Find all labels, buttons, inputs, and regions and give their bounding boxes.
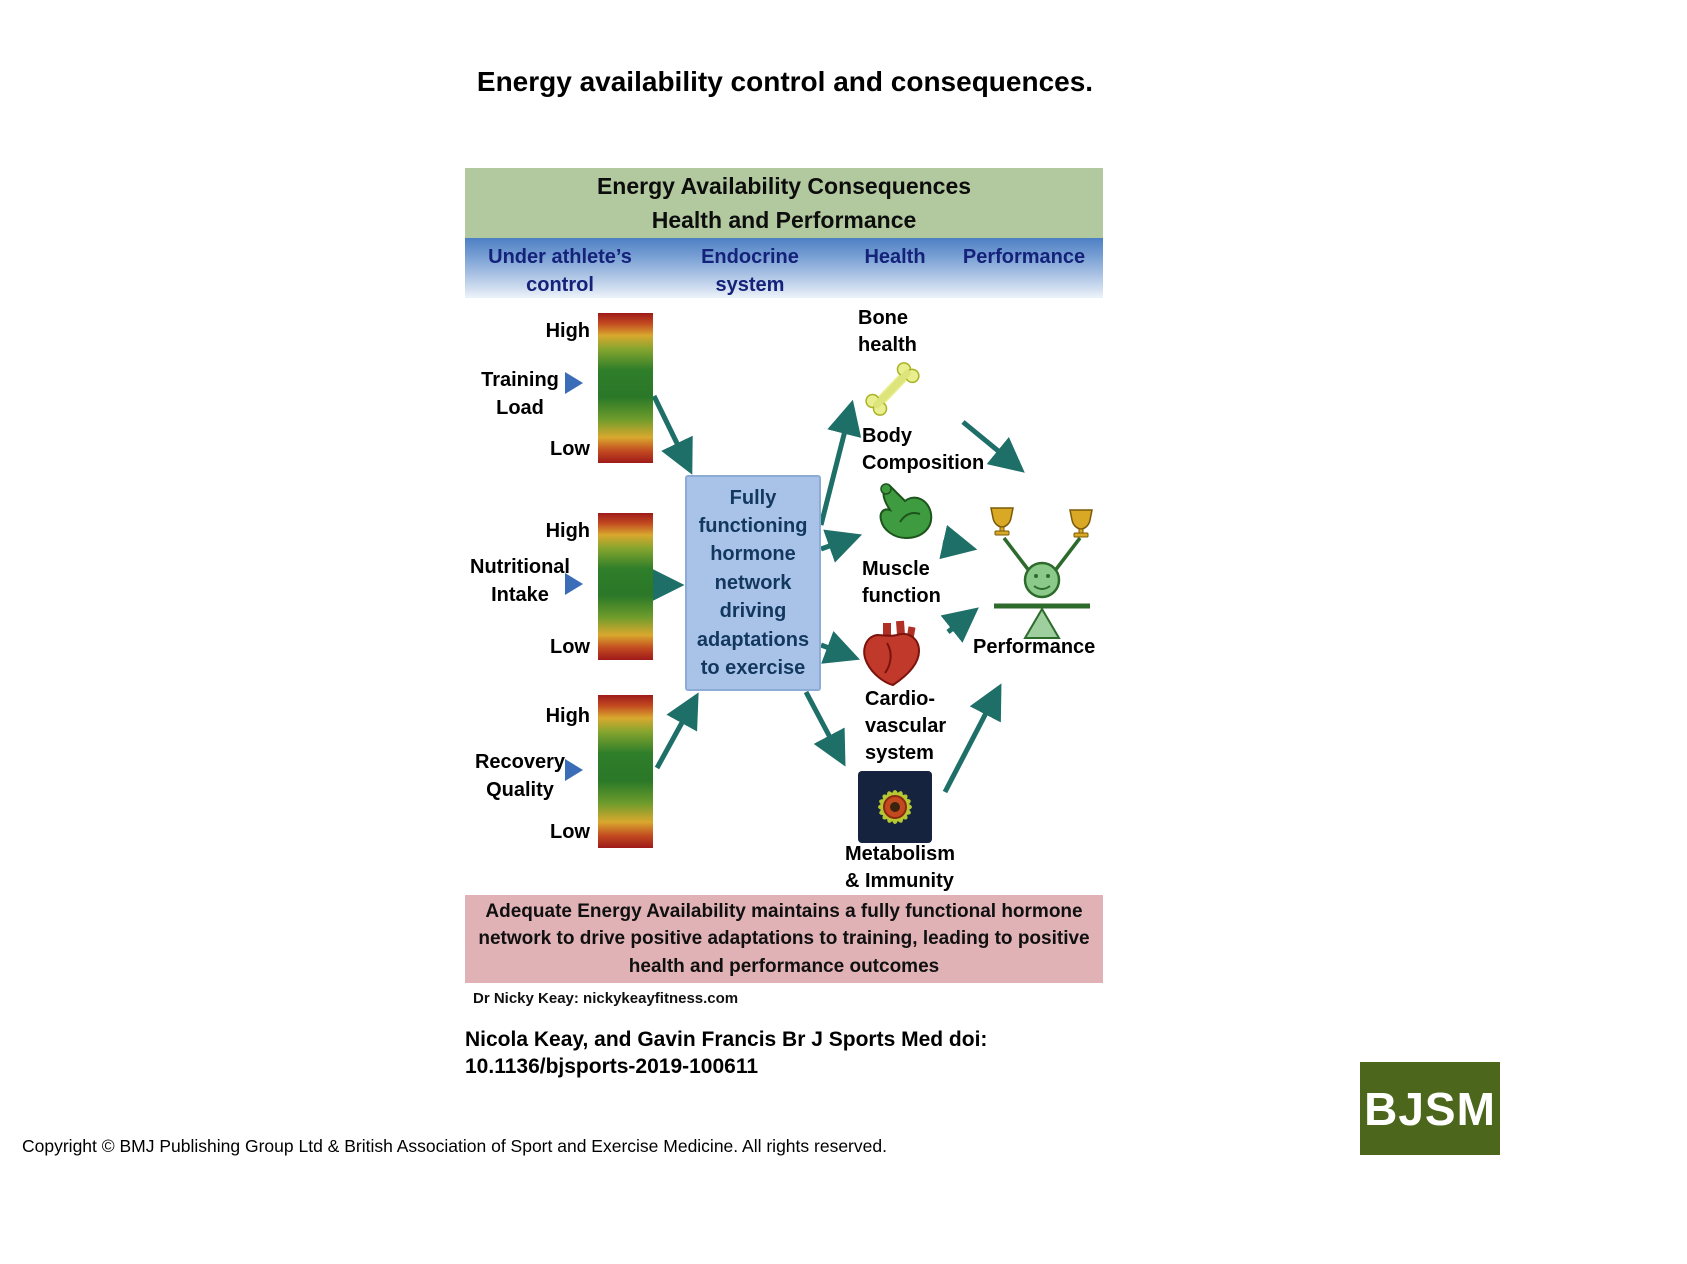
nutrition-arrow-icon <box>565 573 583 595</box>
nutritional-intake-gradient-bar <box>598 513 653 660</box>
training-high-label: High <box>545 320 590 342</box>
training-low-label: Low <box>550 438 590 460</box>
metabolism-immunity-label: Metabolism & Immunity <box>845 843 956 892</box>
arrow-hormone-to-muscle <box>820 529 863 563</box>
arrow-hormone-to-metabolism <box>803 690 846 767</box>
hormone-network-box: Fully functioning hormone network drivin… <box>685 475 821 691</box>
bjsm-logo: BJSM <box>1360 1062 1500 1155</box>
nutrition-low-label: Low <box>550 636 590 658</box>
copyright-notice: Copyright © BMJ Publishing Group Ltd & B… <box>22 1136 887 1156</box>
body-composition-label: Body Composition <box>862 425 985 474</box>
diagram-summary-banner: Adequate Energy Availability maintains a… <box>465 895 1103 983</box>
training-load-label: Training Load <box>481 369 559 419</box>
diagram-header: Energy Availability Consequences Health … <box>465 168 1103 238</box>
trophy-icon-right <box>1069 509 1093 538</box>
recovery-arrow-icon <box>565 759 583 781</box>
arrow-training-to-hormone <box>651 394 693 475</box>
heart-icon <box>863 620 921 687</box>
cell-micrograph-icon <box>858 771 932 843</box>
col-endocrine-system: Endocrine system <box>701 246 799 296</box>
trophy-icon-left <box>990 507 1014 536</box>
training-load-gradient-bar <box>598 313 653 463</box>
recovery-quality-label: Recovery Quality <box>474 751 566 801</box>
arrow-cardio-to-performance <box>940 607 979 643</box>
page-title: Energy availability control and conseque… <box>476 66 1094 97</box>
training-arrow-icon <box>565 372 583 394</box>
arrow-hormone-to-bone <box>818 399 862 526</box>
nutritional-intake-label: Nutritional Intake <box>470 556 570 606</box>
arrow-muscle-to-performance <box>939 524 978 560</box>
balance-person-icon <box>990 507 1093 639</box>
energy-availability-diagram: Energy Availability Consequences Health … <box>465 168 1103 1016</box>
col-under-athletes-control: Under athlete’s control <box>488 246 632 296</box>
recovery-quality-gradient-bar <box>598 695 653 848</box>
recovery-low-label: Low <box>550 821 590 843</box>
cardiovascular-label: Cardio- vascular system <box>865 688 947 764</box>
col-performance: Performance <box>962 246 1086 268</box>
recovery-high-label: High <box>545 705 590 727</box>
arrow-hormone-to-cardio <box>820 630 861 664</box>
citation: Nicola Keay, and Gavin Francis Br J Spor… <box>465 1028 988 1079</box>
performance-outcome-label: Performance <box>973 636 1096 658</box>
nutrition-high-label: High <box>545 520 590 542</box>
column-headers: Under athlete’s control Endocrine system… <box>465 238 1103 298</box>
arrow-recovery-to-hormone <box>654 692 699 770</box>
muscle-function-label: Muscle function <box>862 558 941 607</box>
bone-icon <box>865 362 920 416</box>
bone-health-label: Bone health <box>858 307 917 356</box>
arrow-metabolism-to-performance <box>942 683 1002 794</box>
author-credit: Dr Nicky Keay: nickykeayfitness.com <box>473 990 739 1007</box>
col-health: Health <box>864 246 926 268</box>
muscle-icon <box>879 483 933 540</box>
